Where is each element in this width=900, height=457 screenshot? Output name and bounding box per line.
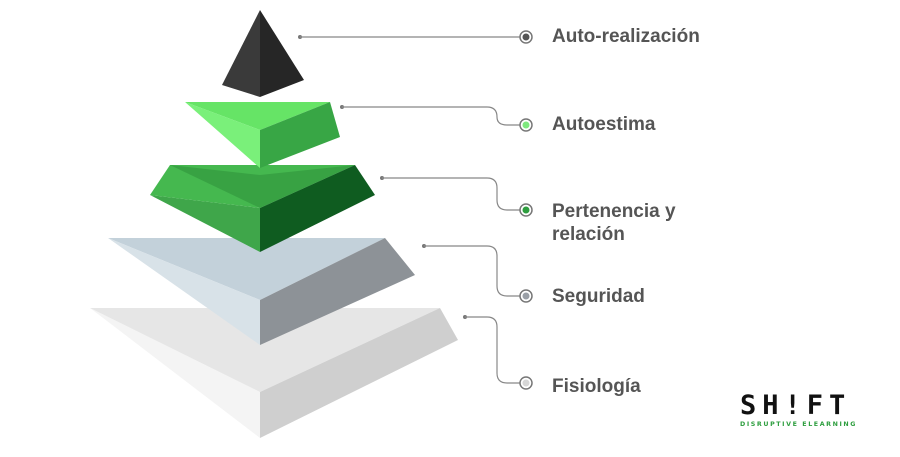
shift-logo: SH!FT DISRUPTIVE ELEARNING	[740, 390, 865, 429]
label-fisiologia: Fisiología	[552, 375, 641, 398]
label-pertenencia-line1: Pertenencia y	[552, 201, 676, 222]
marker-autoestima	[519, 118, 533, 132]
connector-pertenencia	[380, 176, 520, 211]
connector-autoestima	[340, 105, 520, 126]
label-pertenencia: Pertenencia y relación	[552, 200, 676, 246]
logo-tagline: DISRUPTIVE ELEARNING	[740, 421, 858, 428]
label-autoestima-text: Autoestima	[552, 114, 656, 135]
pyramid-tier-autorrealizacion	[222, 10, 304, 97]
label-seguridad: Seguridad	[552, 285, 645, 308]
marker-seguridad	[519, 289, 533, 303]
label-autorrealizacion: Auto-realización	[552, 25, 700, 48]
connector-fisiologia	[463, 315, 520, 384]
pyramid-tier-autoestima	[185, 102, 340, 168]
marker-autorrealizacion	[519, 30, 533, 44]
logo-wordmark: SH!FT	[740, 390, 852, 421]
marker-pertenencia	[519, 203, 533, 217]
label-pertenencia-line2: relación	[552, 224, 625, 245]
label-seguridad-text: Seguridad	[552, 286, 645, 307]
connector-autorrealizacion	[298, 35, 520, 39]
connector-seguridad	[422, 244, 520, 297]
pyramid-tier-pertenencia	[150, 165, 375, 252]
pyramid-tier-seguridad	[108, 238, 415, 345]
marker-fisiologia	[519, 376, 533, 390]
label-autorrealizacion-text: Auto-realización	[552, 26, 700, 47]
label-autoestima: Autoestima	[552, 113, 655, 136]
pyramid-tier-fisiologia	[90, 308, 458, 438]
label-fisiologia-text: Fisiología	[552, 376, 641, 397]
